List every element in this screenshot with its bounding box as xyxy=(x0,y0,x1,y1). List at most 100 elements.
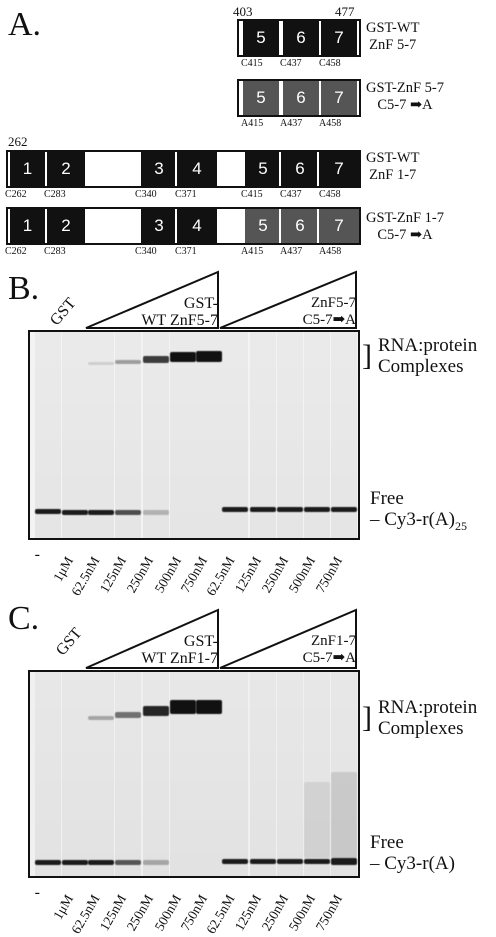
complex-band xyxy=(143,706,169,716)
complex-band xyxy=(115,712,141,718)
mutant-wedge-label: ZnF1-7 C5-7➡A xyxy=(302,633,356,666)
mutant-concentration-wedge xyxy=(219,270,357,329)
free-probe-band xyxy=(35,509,61,514)
residue-label: A437 xyxy=(280,246,303,257)
free-probe-band xyxy=(277,507,303,512)
construct-name: GST-WT ZnF 5-7 xyxy=(366,20,420,53)
construct-mut-znf1-7-bar: 1 2 3 4 5 6 7 xyxy=(6,207,361,245)
free-probe-band xyxy=(88,510,114,515)
zinc-finger-1: 1 xyxy=(10,152,45,186)
construct-wt-znf1-7-bar: 1 2 3 4 5 6 7 xyxy=(6,150,361,188)
zinc-finger-3: 3 xyxy=(139,209,177,243)
construct-name: GST-ZnF 1-7 C5-7 ➡A xyxy=(366,210,445,243)
residue-label: C437 xyxy=(280,58,302,69)
panel-a-label: A. xyxy=(8,6,42,43)
construct-wt-znf5-7-bar: 5 6 7 xyxy=(237,19,361,57)
residue-label: A458 xyxy=(319,246,342,257)
residue-label: C458 xyxy=(319,189,341,200)
residue-label: C415 xyxy=(241,58,263,69)
zinc-finger-6: 6 xyxy=(279,209,319,243)
residue-label: C437 xyxy=(280,189,302,200)
complex-bracket: ] xyxy=(362,701,372,734)
free-probe-band xyxy=(62,510,88,515)
zinc-finger-5: 5 xyxy=(243,152,281,186)
residue-label: C283 xyxy=(44,189,66,200)
complex-label: RNA:protein Complexes xyxy=(378,697,478,739)
free-probe-label: Free – Cy3-r(A) xyxy=(370,832,455,874)
zinc-finger-6: 6 xyxy=(281,81,319,115)
gst-lane-label: GST xyxy=(52,624,86,659)
gel-c xyxy=(28,670,360,878)
residue-label: C262 xyxy=(5,189,27,200)
free-probe-band xyxy=(115,510,141,515)
construct-name: GST-WT ZnF 1-7 xyxy=(366,150,420,183)
residue-label: C262 xyxy=(5,246,27,257)
complex-band xyxy=(88,362,114,365)
free-probe-band xyxy=(250,507,276,512)
free-probe-band xyxy=(143,860,169,865)
smear xyxy=(331,772,357,858)
complex-label: RNA:protein Complexes xyxy=(378,335,478,377)
smear xyxy=(304,782,330,858)
residue-label: C415 xyxy=(241,189,263,200)
free-probe-band xyxy=(331,858,357,865)
free-probe-band xyxy=(250,859,276,864)
residue-label: C458 xyxy=(319,58,341,69)
wt-wedge-label: GST- WT ZnF1-7 xyxy=(141,633,218,667)
zinc-finger-5: 5 xyxy=(243,21,279,55)
free-probe-band xyxy=(222,859,248,864)
residue-403-label: 403 xyxy=(233,4,253,19)
complex-band xyxy=(170,700,196,714)
zinc-finger-4: 4 xyxy=(175,209,217,243)
complex-band xyxy=(115,360,141,364)
zinc-finger-6: 6 xyxy=(281,21,319,55)
residue-label: A415 xyxy=(241,118,264,129)
free-probe-band xyxy=(304,507,330,512)
free-probe-band xyxy=(35,860,61,865)
zinc-finger-5: 5 xyxy=(243,209,281,243)
wt-wedge-label: GST- WT ZnF5-7 xyxy=(141,295,218,329)
residue-label: A458 xyxy=(319,118,342,129)
mutant-wedge-label: ZnF5-7 C5-7➡A xyxy=(302,295,356,328)
lane-label: 1μM xyxy=(50,554,77,585)
gst-lane-label: GST xyxy=(46,294,80,329)
residue-label: C283 xyxy=(44,246,66,257)
gel-b xyxy=(28,330,360,540)
wt-concentration-wedge xyxy=(85,608,219,669)
zinc-finger-7: 7 xyxy=(319,81,357,115)
lane-label: - xyxy=(34,546,40,563)
residue-label: A415 xyxy=(241,246,264,257)
free-probe-band xyxy=(277,859,303,864)
complex-band xyxy=(88,716,114,720)
zinc-finger-2: 2 xyxy=(45,152,85,186)
free-probe-label: Free – Cy3-r(A)25 xyxy=(370,488,467,533)
zinc-finger-6: 6 xyxy=(279,152,319,186)
zinc-finger-1: 1 xyxy=(10,209,45,243)
zinc-finger-7: 7 xyxy=(317,152,359,186)
complex-band xyxy=(196,351,222,362)
free-probe-band xyxy=(115,860,141,865)
construct-mut-znf5-7-bar: 5 6 7 xyxy=(237,79,361,117)
panel-c-label: C. xyxy=(8,600,40,637)
mutant-concentration-wedge xyxy=(219,608,357,669)
complex-band xyxy=(170,352,196,362)
residue-label: C340 xyxy=(135,189,157,200)
free-probe-band xyxy=(331,507,357,512)
complex-bracket: ] xyxy=(362,339,372,372)
lane-label: 1μM xyxy=(50,892,77,923)
complex-band xyxy=(143,356,169,363)
zinc-finger-7: 7 xyxy=(317,209,359,243)
zinc-finger-4: 4 xyxy=(175,152,217,186)
residue-label: A437 xyxy=(280,118,303,129)
zinc-finger-7: 7 xyxy=(319,21,357,55)
lane-label: - xyxy=(34,884,40,901)
construct-name: GST-ZnF 5-7 C5-7 ➡A xyxy=(366,80,445,113)
residue-label: C340 xyxy=(135,246,157,257)
zinc-finger-5: 5 xyxy=(243,81,279,115)
free-probe-band xyxy=(222,507,248,512)
complex-band xyxy=(196,700,222,714)
wt-concentration-wedge xyxy=(85,270,219,329)
panel-b-label: B. xyxy=(8,270,40,307)
free-probe-band xyxy=(88,860,114,865)
free-probe-band xyxy=(143,510,169,515)
